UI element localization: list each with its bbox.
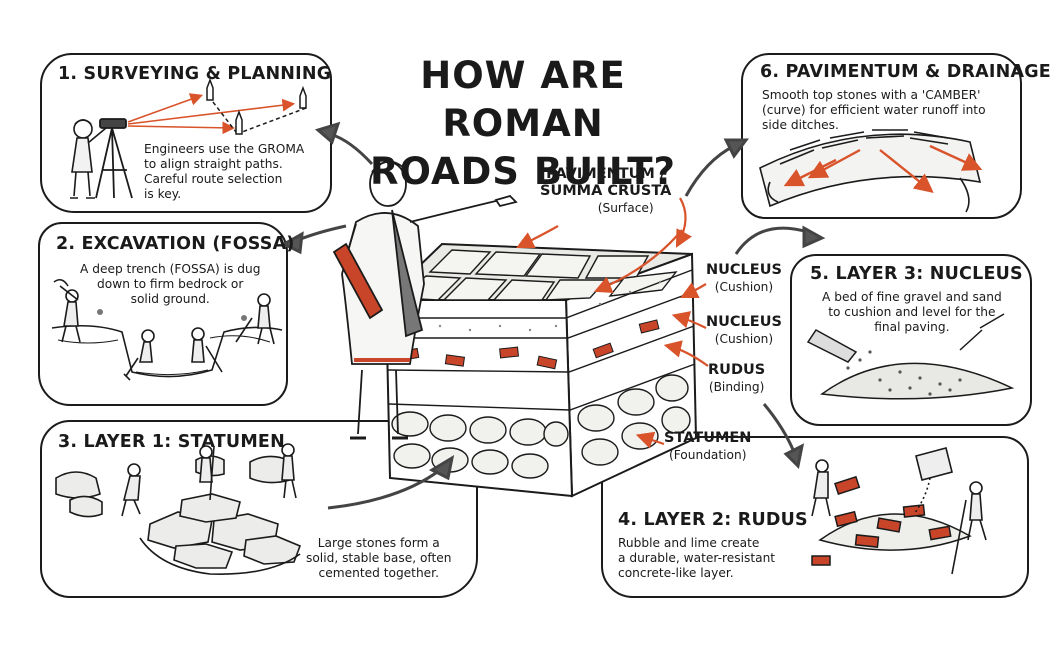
trench-drawing	[51, 309, 283, 378]
lime-bucket	[913, 447, 953, 515]
rudus-title: 4. LAYER 2: RUDUS	[618, 510, 808, 530]
label-nucleus-a-name: NUCLEUS	[706, 262, 782, 278]
pavimentum-text: Smooth top stones with a 'CAMBER' (curve…	[762, 88, 986, 132]
rudus-text: Rubble and lime create a durable, water-…	[618, 536, 776, 580]
nucleus-title: 5. LAYER 3: NUCLEUS	[810, 264, 1023, 284]
statumen-blocks	[391, 374, 691, 479]
label-nucleus-a-sub: (Cushion)	[714, 280, 774, 294]
label-statumen-sub: (Foundation)	[668, 448, 747, 462]
page-title: HOW ARE ROMAN ROADS BUILT?	[370, 54, 676, 193]
label-arrows	[516, 197, 709, 449]
label-nucleus-a: NUCLEUS (Cushion)	[706, 262, 782, 295]
groma-icon	[95, 118, 133, 199]
surveying-title: 1. SURVEYING & PLANNING	[58, 64, 332, 84]
water-arrow-icon	[783, 144, 983, 193]
statumen-workers	[121, 443, 297, 517]
cambered-road	[759, 129, 982, 213]
label-rudus-name: RUDUS	[708, 362, 766, 378]
survey-stake-icon	[206, 77, 307, 135]
surface-stones	[398, 249, 678, 301]
statumen-title: 3. LAYER 1: STATUMEN	[58, 432, 285, 452]
rudus-rubble	[811, 504, 972, 566]
gravel-dots	[846, 350, 962, 396]
label-rudus-sub: (Binding)	[708, 380, 765, 394]
label-nucleus-b: NUCLEUS (Cushion)	[706, 314, 782, 347]
label-surface: PAVIMENTUM / SUMMA CRUSTA (Surface)	[540, 166, 671, 216]
nucleus-text: A bed of fine gravel and sand to cushion…	[822, 290, 1002, 334]
label-nucleus-b-sub: (Cushion)	[714, 332, 774, 346]
label-rudus: RUDUS (Binding)	[708, 362, 765, 395]
label-surface-name: PAVIMENTUM / SUMMA CRUSTA	[540, 166, 672, 199]
layer-bands	[386, 269, 696, 411]
roman-figure	[332, 160, 518, 440]
excavation-title: 2. EXCAVATION (FOSSA)	[56, 234, 295, 254]
statumen-text: Large stones form a solid, stable base, …	[306, 536, 452, 580]
cycle-arrow-icon	[280, 121, 826, 510]
label-nucleus-b-name: NUCLEUS	[706, 314, 782, 330]
label-surface-sub: (Surface)	[597, 201, 654, 215]
pickaxe-icon	[53, 278, 81, 343]
label-statumen: STATUMEN (Foundation)	[664, 430, 751, 463]
panel-excavation	[38, 222, 288, 406]
panel-rudus	[601, 436, 1029, 598]
surveying-text: Engineers use the GROMA to align straigh…	[144, 142, 305, 201]
brick-icon	[834, 475, 861, 496]
shovel-icon	[123, 293, 275, 381]
excavation-text: A deep trench (FOSSA) is dug down to fir…	[80, 262, 261, 306]
rudus-workers	[811, 459, 987, 575]
label-statumen-name: STATUMEN	[664, 430, 752, 446]
statumen-stones	[55, 455, 302, 575]
sight-lines	[127, 93, 296, 135]
gravel-pile	[806, 313, 1015, 400]
surveyor-figure	[70, 119, 107, 199]
pavimentum-title: 6. PAVIMENTUM & DRAINAGE	[760, 62, 1051, 82]
